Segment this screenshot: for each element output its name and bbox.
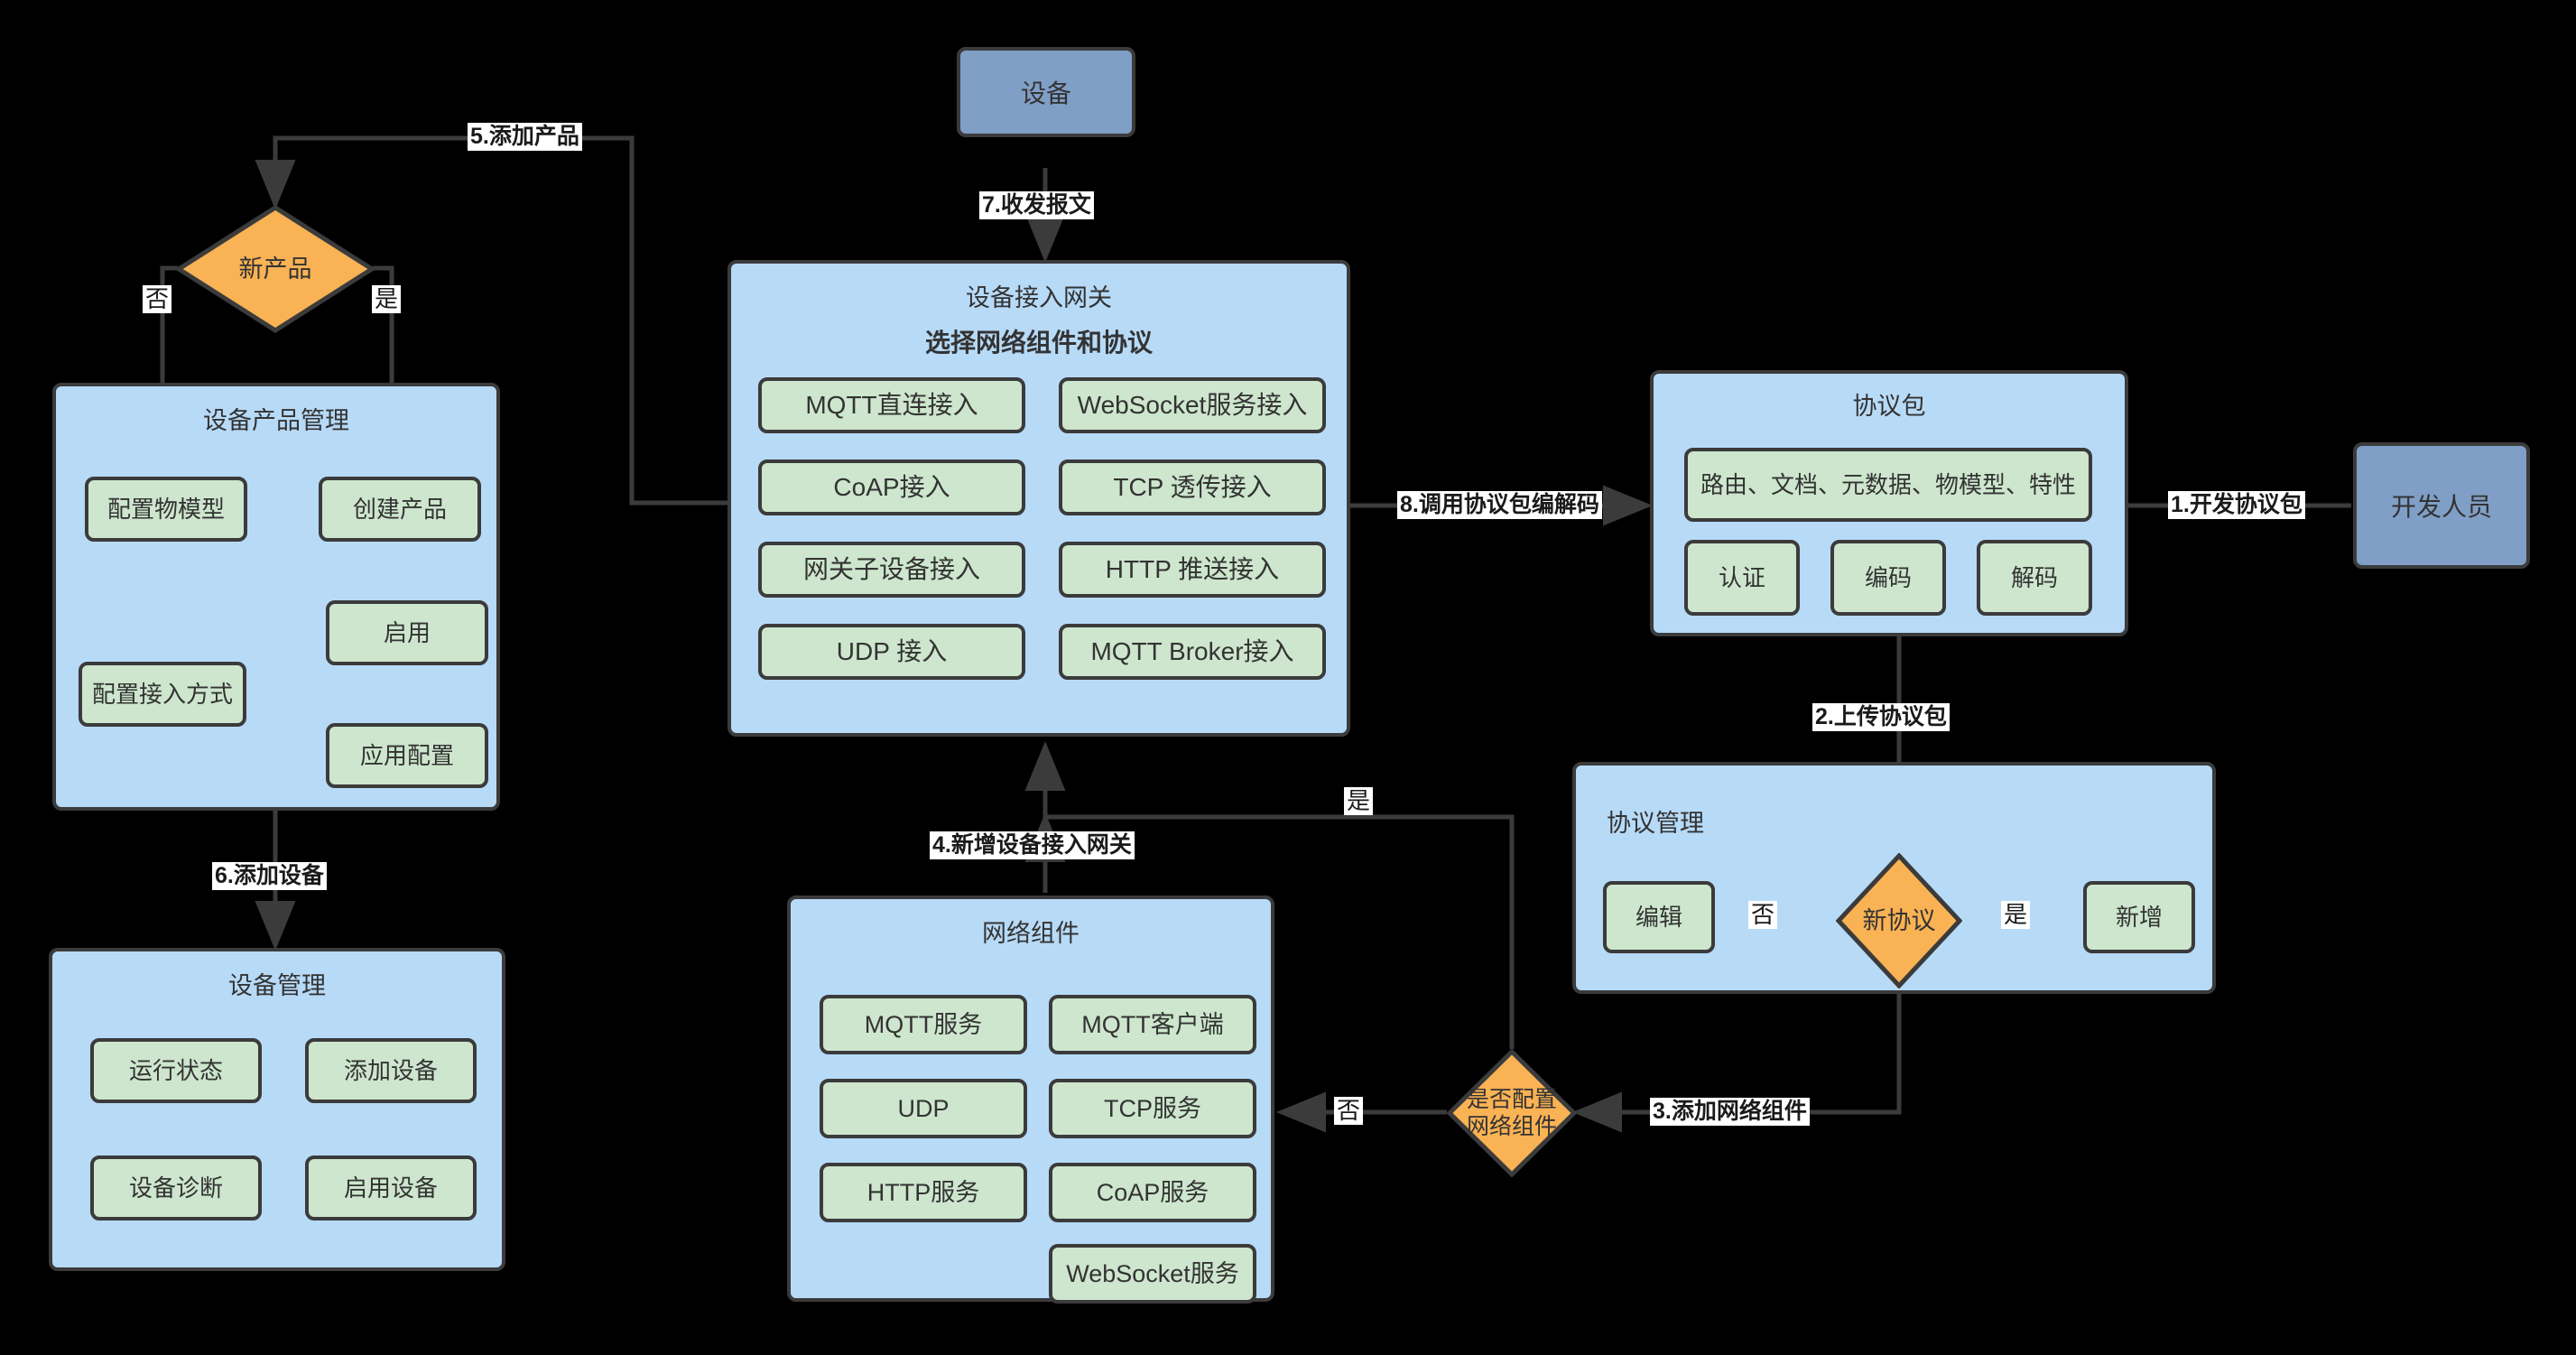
gateway-item-label: HTTP 推送接入 [1105, 555, 1280, 583]
group-protocol-package-title: 协议包 [1852, 393, 1926, 420]
device-item-label: 运行状态 [128, 1057, 223, 1084]
network-item-websocket-service[interactable]: WebSocket服务 [1049, 1244, 1256, 1304]
group-device-access-gateway[interactable]: 设备接入网关 选择网络组件和协议 MQTT直连接入 WebSocket服务接入 … [727, 260, 1350, 737]
diamond-shape [176, 205, 375, 333]
product-item-config-access-mode[interactable]: 配置接入方式 [79, 662, 246, 727]
network-item-http-service[interactable]: HTTP服务 [820, 1163, 1027, 1222]
device-item-diagnostics[interactable]: 设备诊断 [90, 1155, 262, 1220]
protocol-mgmt-item-add[interactable]: 新增 [2083, 881, 2195, 953]
edge-label-yes-new-protocol: 是 [2001, 901, 2031, 929]
gateway-item-tcp[interactable]: TCP 透传接入 [1059, 459, 1326, 515]
network-item-label: UDP [897, 1095, 950, 1122]
actor-device-label: 设备 [1020, 79, 1071, 107]
protocol-mgmt-item-label: 编辑 [1635, 904, 1682, 931]
group-device-management-title: 设备管理 [228, 972, 326, 999]
edge-label-2-upload-protocol: 2.上传协议包 [1812, 703, 1950, 731]
protocol-pkg-item-encode[interactable]: 编码 [1830, 540, 1946, 616]
gateway-item-label: TCP 透传接入 [1113, 473, 1272, 501]
gateway-item-mqtt-direct[interactable]: MQTT直连接入 [758, 377, 1025, 433]
group-protocol-package[interactable]: 协议包 路由、文档、元数据、物模型、特性 认证 编码 解码 [1650, 370, 2128, 636]
gateway-item-label: WebSocket服务接入 [1077, 391, 1308, 419]
actor-developer[interactable]: 开发人员 [2353, 442, 2530, 569]
device-item-label: 启用设备 [343, 1174, 438, 1202]
protocol-pkg-item-label: 路由、文档、元数据、物模型、特性 [1700, 471, 2076, 498]
protocol-pkg-item-label: 认证 [1718, 564, 1765, 591]
device-item-label: 添加设备 [343, 1057, 438, 1084]
gateway-item-mqtt-broker[interactable]: MQTT Broker接入 [1059, 624, 1326, 680]
gateway-item-coap[interactable]: CoAP接入 [758, 459, 1025, 515]
group-device-access-gateway-subtitle: 选择网络组件和协议 [924, 329, 1153, 357]
gateway-item-gateway-subdevice[interactable]: 网关子设备接入 [758, 542, 1025, 598]
device-item-running-state[interactable]: 运行状态 [90, 1038, 262, 1103]
network-item-label: TCP服务 [1104, 1095, 1201, 1122]
network-item-label: WebSocket服务 [1066, 1260, 1239, 1287]
group-protocol-management-title: 协议管理 [1607, 810, 1704, 837]
edge-label-no-new-protocol: 否 [1748, 901, 1778, 929]
network-item-label: HTTP服务 [866, 1179, 980, 1206]
diamond-shape [1836, 853, 1962, 988]
group-device-management[interactable]: 设备管理 运行状态 添加设备 设备诊断 启用设备 [49, 948, 505, 1271]
network-item-mqtt-client[interactable]: MQTT客户端 [1049, 995, 1256, 1054]
gateway-item-label: UDP 接入 [836, 637, 948, 665]
protocol-pkg-item-auth[interactable]: 认证 [1684, 540, 1800, 616]
product-item-create-product[interactable]: 创建产品 [319, 477, 481, 542]
product-item-label: 创建产品 [352, 496, 447, 523]
gateway-item-label: MQTT Broker接入 [1090, 637, 1294, 665]
edge-label-no-new-product: 否 [143, 285, 172, 313]
edge-label-yes-new-product: 是 [372, 285, 402, 313]
decision-configure-network-component[interactable]: 是否配置网络组件 [1447, 1049, 1577, 1177]
device-item-add-device[interactable]: 添加设备 [305, 1038, 477, 1103]
product-item-enable[interactable]: 启用 [326, 600, 488, 665]
edge-label-no-config-network: 否 [1334, 1097, 1364, 1125]
group-device-product-management[interactable]: 设备产品管理 配置物模型 创建产品 启用 配置接入方式 应用配置 [52, 383, 500, 811]
group-network-components-title: 网络组件 [982, 920, 1080, 947]
network-item-tcp-service[interactable]: TCP服务 [1049, 1079, 1256, 1138]
network-item-coap-service[interactable]: CoAP服务 [1049, 1163, 1256, 1222]
gateway-item-websocket[interactable]: WebSocket服务接入 [1059, 377, 1326, 433]
actor-device[interactable]: 设备 [957, 47, 1135, 137]
edge-label-5-add-product: 5.添加产品 [468, 123, 582, 151]
decision-new-product[interactable]: 新产品 [176, 205, 375, 333]
diamond-shape [1447, 1049, 1577, 1177]
network-item-label: CoAP服务 [1096, 1179, 1209, 1206]
network-item-udp[interactable]: UDP [820, 1079, 1027, 1138]
group-device-access-gateway-title: 设备接入网关 [966, 284, 1112, 311]
edge-label-7-send-receive-message: 7.收发报文 [979, 191, 1094, 219]
protocol-pkg-item-decode[interactable]: 解码 [1977, 540, 2092, 616]
protocol-mgmt-item-edit[interactable]: 编辑 [1603, 881, 1715, 953]
edge-label-yes-config-network: 是 [1344, 787, 1374, 815]
gateway-item-label: MQTT直连接入 [805, 391, 978, 419]
device-item-enable-device[interactable]: 启用设备 [305, 1155, 477, 1220]
edge-label-1-develop-protocol: 1.开发协议包 [2168, 491, 2305, 519]
product-item-apply-config[interactable]: 应用配置 [326, 723, 488, 788]
protocol-mgmt-item-label: 新增 [2115, 904, 2163, 931]
network-item-label: MQTT客户端 [1081, 1011, 1224, 1038]
edge-label-4-add-gateway: 4.新增设备接入网关 [930, 831, 1135, 859]
product-item-label: 配置物模型 [107, 496, 225, 523]
edge-label-3-add-network-component: 3.添加网络组件 [1650, 1098, 1810, 1126]
edge-label-6-add-device: 6.添加设备 [212, 862, 327, 890]
protocol-pkg-item-label: 编码 [1864, 564, 1912, 591]
protocol-pkg-item-label: 解码 [2010, 564, 2058, 591]
product-item-label: 启用 [383, 619, 431, 646]
group-device-product-management-title: 设备产品管理 [203, 407, 349, 434]
group-network-components[interactable]: 网络组件 MQTT服务 MQTT客户端 UDP TCP服务 HTTP服务 CoA… [787, 896, 1274, 1304]
product-item-label: 配置接入方式 [91, 681, 233, 708]
decision-new-product-label: 新产品 [238, 255, 312, 283]
decision-new-protocol[interactable]: 新协议 [1836, 853, 1962, 988]
edge-label-8-call-protocol-codec: 8.调用协议包编解码 [1397, 491, 1602, 519]
product-item-config-thing-model[interactable]: 配置物模型 [85, 477, 247, 542]
actor-developer-label: 开发人员 [2390, 493, 2492, 521]
decision-configure-network-component-label: 是否配置网络组件 [1466, 1087, 1557, 1139]
gateway-item-udp[interactable]: UDP 接入 [758, 624, 1025, 680]
network-item-label: MQTT服务 [864, 1011, 983, 1038]
device-item-label: 设备诊断 [128, 1174, 223, 1202]
gateway-item-label: 网关子设备接入 [802, 555, 980, 583]
gateway-item-http-push[interactable]: HTTP 推送接入 [1059, 542, 1326, 598]
gateway-item-label: CoAP接入 [833, 473, 950, 501]
decision-new-protocol-label: 新协议 [1862, 906, 1936, 934]
protocol-pkg-item-route-doc-meta[interactable]: 路由、文档、元数据、物模型、特性 [1684, 448, 2092, 522]
product-item-label: 应用配置 [359, 742, 454, 769]
network-item-mqtt-service[interactable]: MQTT服务 [820, 995, 1027, 1054]
